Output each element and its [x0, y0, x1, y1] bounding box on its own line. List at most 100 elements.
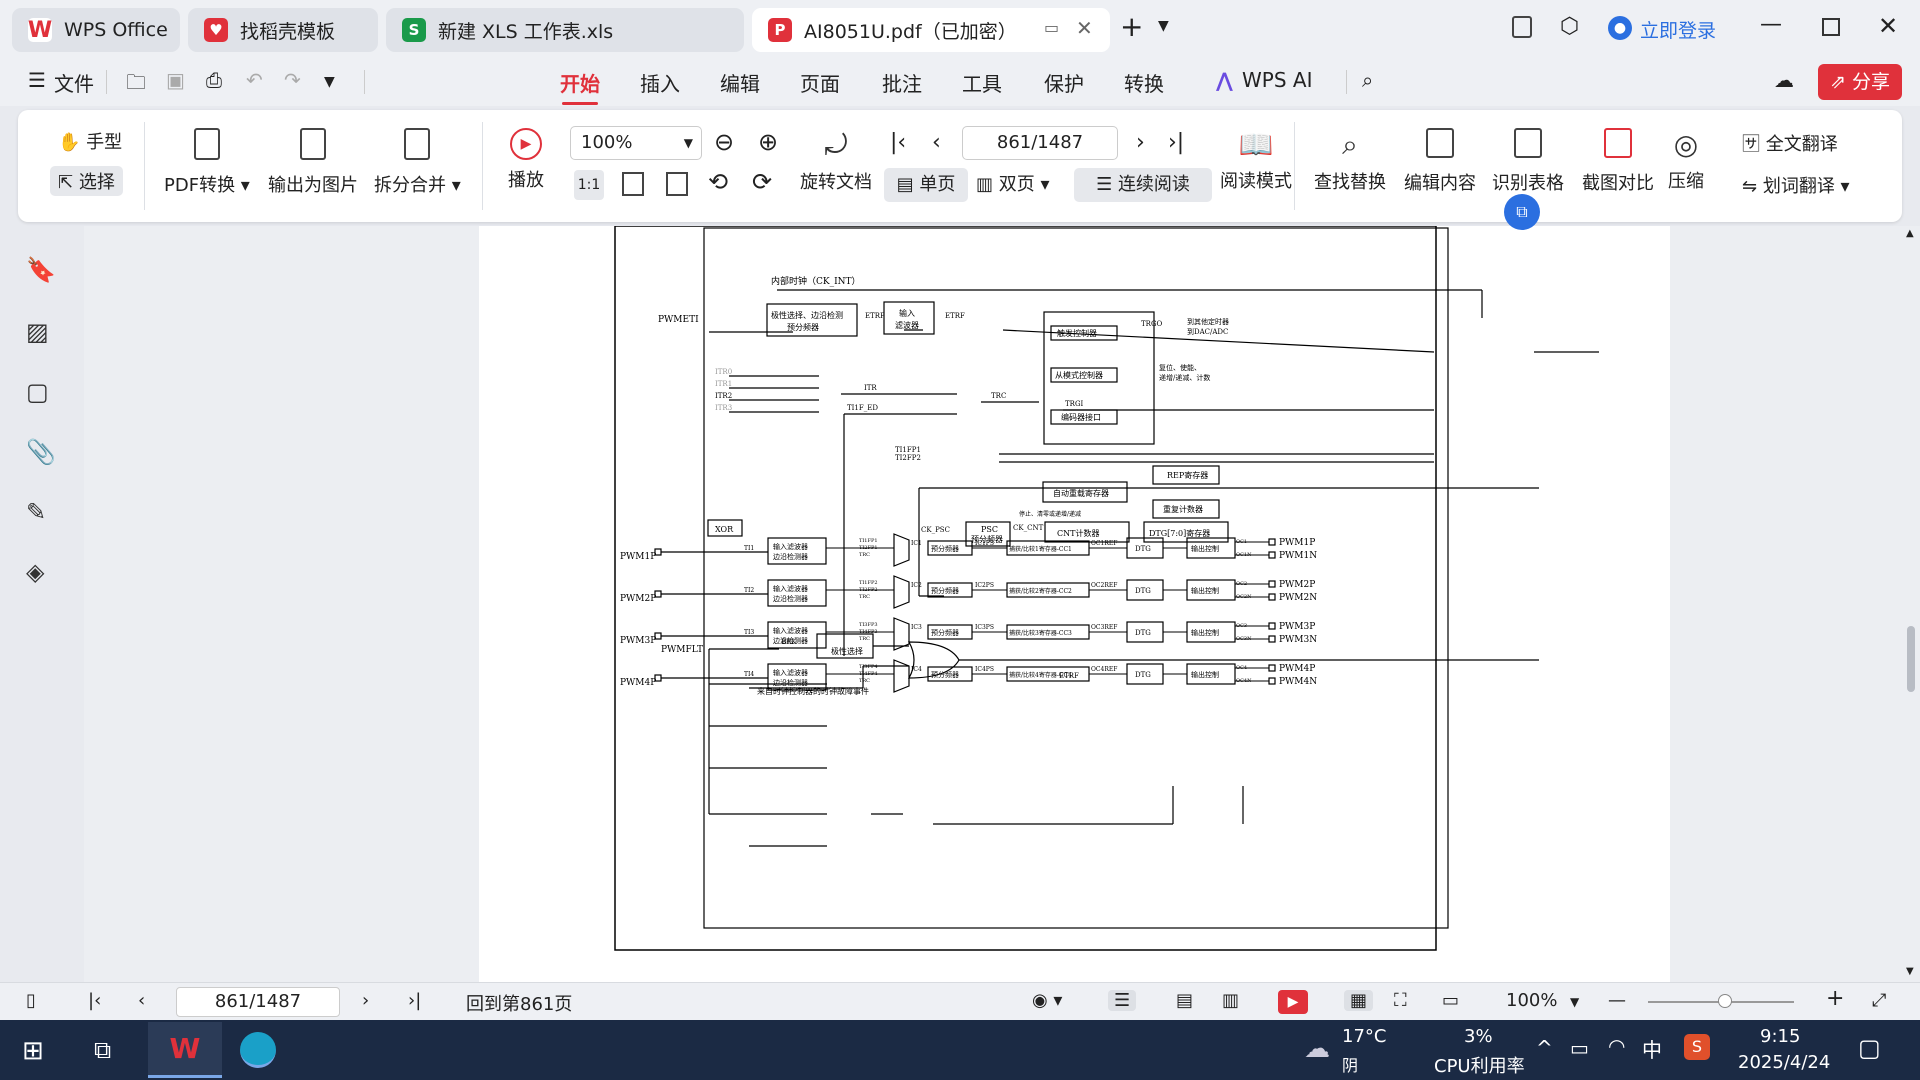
layers-icon[interactable]: ◈ — [26, 558, 45, 586]
fit-width-icon[interactable]: ▭ — [1442, 990, 1460, 1011]
signature-icon[interactable]: ✎ — [26, 498, 47, 526]
minimize-icon[interactable]: — — [1760, 12, 1782, 37]
tab-pdf-document[interactable]: P AI8051U.pdf（已加密） ▭ ✕ — [752, 8, 1110, 52]
rotate-left-icon[interactable]: ⟲ — [708, 168, 729, 196]
scroll-up-icon[interactable]: ▲ — [1906, 228, 1914, 239]
notification-icon[interactable]: ▢ — [1858, 1034, 1881, 1062]
fullscreen-icon[interactable]: ⤢ — [1872, 990, 1887, 1011]
word-translate-button[interactable]: ⇋ 划词翻译 ▾ — [1742, 176, 1850, 197]
chevron-down-icon[interactable]: ▼ — [1158, 18, 1169, 34]
menu-file[interactable]: 文件 — [54, 72, 94, 96]
single-page-button[interactable]: ▤ 单页 — [884, 168, 968, 202]
continuous-reading-button[interactable]: ☰ 连续阅读 — [1074, 168, 1212, 202]
attachment-icon[interactable]: 📎 — [26, 438, 56, 466]
tab-xls-sheet[interactable]: S 新建 XLS 工作表.xls — [386, 8, 744, 52]
menu-insert[interactable]: 插入 — [640, 72, 680, 96]
document-viewport[interactable]: 内部时钟（CK_INT） PWMETI 极性选择、边沿检测 预分频器 ETRP … — [84, 194, 1902, 982]
restore-icon[interactable] — [1822, 18, 1840, 36]
scrollbar-thumb[interactable] — [1907, 626, 1915, 692]
window-layout-icon[interactable] — [1512, 16, 1532, 38]
first-page-icon[interactable]: |‹ — [88, 990, 102, 1011]
ime-indicator[interactable]: 中 — [1642, 1038, 1662, 1062]
fit-width-icon[interactable] — [666, 172, 688, 196]
fit-page-icon[interactable]: ⛶ — [1394, 990, 1407, 1011]
user-avatar-icon[interactable]: ● — [1608, 16, 1632, 40]
tray-expand-icon[interactable]: ^ — [1536, 1036, 1553, 1060]
close-window-icon[interactable]: ✕ — [1878, 12, 1899, 40]
save-icon[interactable]: ▣ — [166, 68, 185, 92]
zoom-out-icon[interactable]: — — [1608, 990, 1626, 1011]
menu-annotate[interactable]: 批注 — [882, 72, 922, 96]
chevron-down-icon[interactable]: ▼ — [1570, 995, 1580, 1009]
zoom-select[interactable]: 100%▼ — [570, 126, 702, 160]
zoom-in-icon[interactable]: ⊕ — [758, 128, 779, 156]
recognize-table-button[interactable]: 识别表格 — [1492, 128, 1564, 195]
bookmark-icon[interactable]: 🔖 — [26, 256, 56, 284]
taskbar-edge-icon[interactable] — [240, 1032, 276, 1068]
next-page-icon[interactable]: › — [362, 990, 370, 1011]
reading-mode-button[interactable]: 📖阅读模式 — [1220, 128, 1292, 193]
wifi-icon[interactable]: ◠ — [1608, 1034, 1626, 1058]
cloud-upload-icon[interactable]: ☁ — [1774, 68, 1794, 92]
tab-wps-office[interactable]: W WPS Office — [12, 8, 180, 52]
double-page-button[interactable]: ▥ 双页 ▾ — [976, 174, 1050, 195]
actual-size-icon[interactable]: ▦ — [1344, 990, 1374, 1011]
login-link[interactable]: 立即登录 — [1640, 20, 1717, 42]
menu-convert[interactable]: 转换 — [1124, 72, 1164, 96]
select-tool-button[interactable]: ⇱ 选择 — [50, 166, 123, 196]
print-icon[interactable]: ⎙ — [206, 68, 222, 92]
wps-ai-icon[interactable]: ⋀ — [1216, 68, 1233, 92]
comment-icon[interactable]: ▢ — [26, 378, 49, 406]
menu-protect[interactable]: 保护 — [1044, 72, 1084, 96]
first-page-icon[interactable]: |‹ — [890, 130, 907, 155]
zoom-out-icon[interactable]: ⊖ — [714, 128, 735, 156]
floating-translate-icon[interactable]: ⧉ — [1504, 194, 1540, 230]
menu-page[interactable]: 页面 — [800, 72, 840, 96]
new-tab-icon[interactable]: + — [1120, 10, 1144, 43]
screenshot-compare-button[interactable]: 截图对比 — [1582, 128, 1654, 195]
status-zoom-value[interactable]: 100% — [1506, 990, 1558, 1011]
open-folder-icon[interactable]: 🗀 — [126, 70, 146, 94]
thumbnail-icon[interactable]: ▨ — [26, 318, 49, 346]
menu-tools[interactable]: 工具 — [962, 72, 1002, 96]
more-chevron-icon[interactable]: ▼ — [324, 74, 335, 90]
menu-start[interactable]: 开始 — [560, 68, 600, 105]
menu-wps-ai[interactable]: WPS AI — [1242, 68, 1313, 92]
full-translate-button[interactable]: 🈂 全文翻译 — [1742, 130, 1838, 156]
redo-icon[interactable]: ↷ — [284, 68, 301, 92]
split-merge-button[interactable]: 拆分合并 ▾ — [374, 128, 461, 197]
zoom-in-icon[interactable]: + — [1826, 986, 1845, 1011]
sidebar-toggle-icon[interactable]: ▯ — [26, 990, 36, 1011]
zoom-slider-thumb[interactable] — [1718, 994, 1732, 1008]
undo-icon[interactable]: ↶ — [246, 68, 263, 92]
search-icon[interactable]: ⌕ — [1362, 68, 1374, 92]
taskbar-wps-icon[interactable]: W — [148, 1022, 222, 1078]
hamburger-icon[interactable]: ☰ — [28, 68, 46, 92]
tab-docer-templates[interactable]: ♥ 找稻壳模板 — [188, 8, 378, 52]
share-button[interactable]: ⇗ 分享 — [1818, 64, 1902, 100]
prev-page-icon[interactable]: ‹ — [932, 130, 941, 155]
double-page-icon[interactable]: ▥ — [1222, 990, 1240, 1011]
menu-edit[interactable]: 编辑 — [720, 72, 760, 96]
vertical-scrollbar[interactable]: ▲ ▼ — [1902, 226, 1920, 982]
eye-icon[interactable]: ◉ ▾ — [1032, 990, 1063, 1011]
rotate-right-icon[interactable]: ⟳ — [752, 168, 773, 196]
close-tab-icon[interactable]: ✕ — [1076, 16, 1093, 40]
last-page-icon[interactable]: ›| — [1168, 130, 1185, 155]
scroll-down-icon[interactable]: ▼ — [1906, 966, 1914, 977]
status-page-input[interactable]: 861/1487 — [176, 987, 340, 1017]
single-page-icon[interactable]: ▤ — [1176, 990, 1194, 1011]
pdf-convert-button[interactable]: PDF转换 ▾ — [164, 128, 250, 197]
hand-tool-button[interactable]: ✋ 手型 — [58, 128, 122, 154]
next-page-icon[interactable]: › — [1136, 130, 1145, 155]
float-window-icon[interactable]: ▭ — [1044, 18, 1060, 37]
rotate-document-button[interactable]: ⤾旋转文档 — [800, 128, 872, 194]
fit-page-icon[interactable] — [622, 172, 644, 196]
continuous-mode-icon[interactable]: ☰ — [1108, 990, 1137, 1011]
sogou-ime-icon[interactable]: S — [1684, 1034, 1710, 1060]
export-image-button[interactable]: 输出为图片 — [268, 128, 358, 197]
cube-icon[interactable]: ⬡ — [1560, 14, 1580, 39]
actual-size-icon[interactable]: 1:1 — [574, 170, 604, 200]
page-number-input[interactable]: 861/1487 — [962, 126, 1118, 160]
goto-page-link[interactable]: 回到第861页 — [466, 994, 573, 1015]
